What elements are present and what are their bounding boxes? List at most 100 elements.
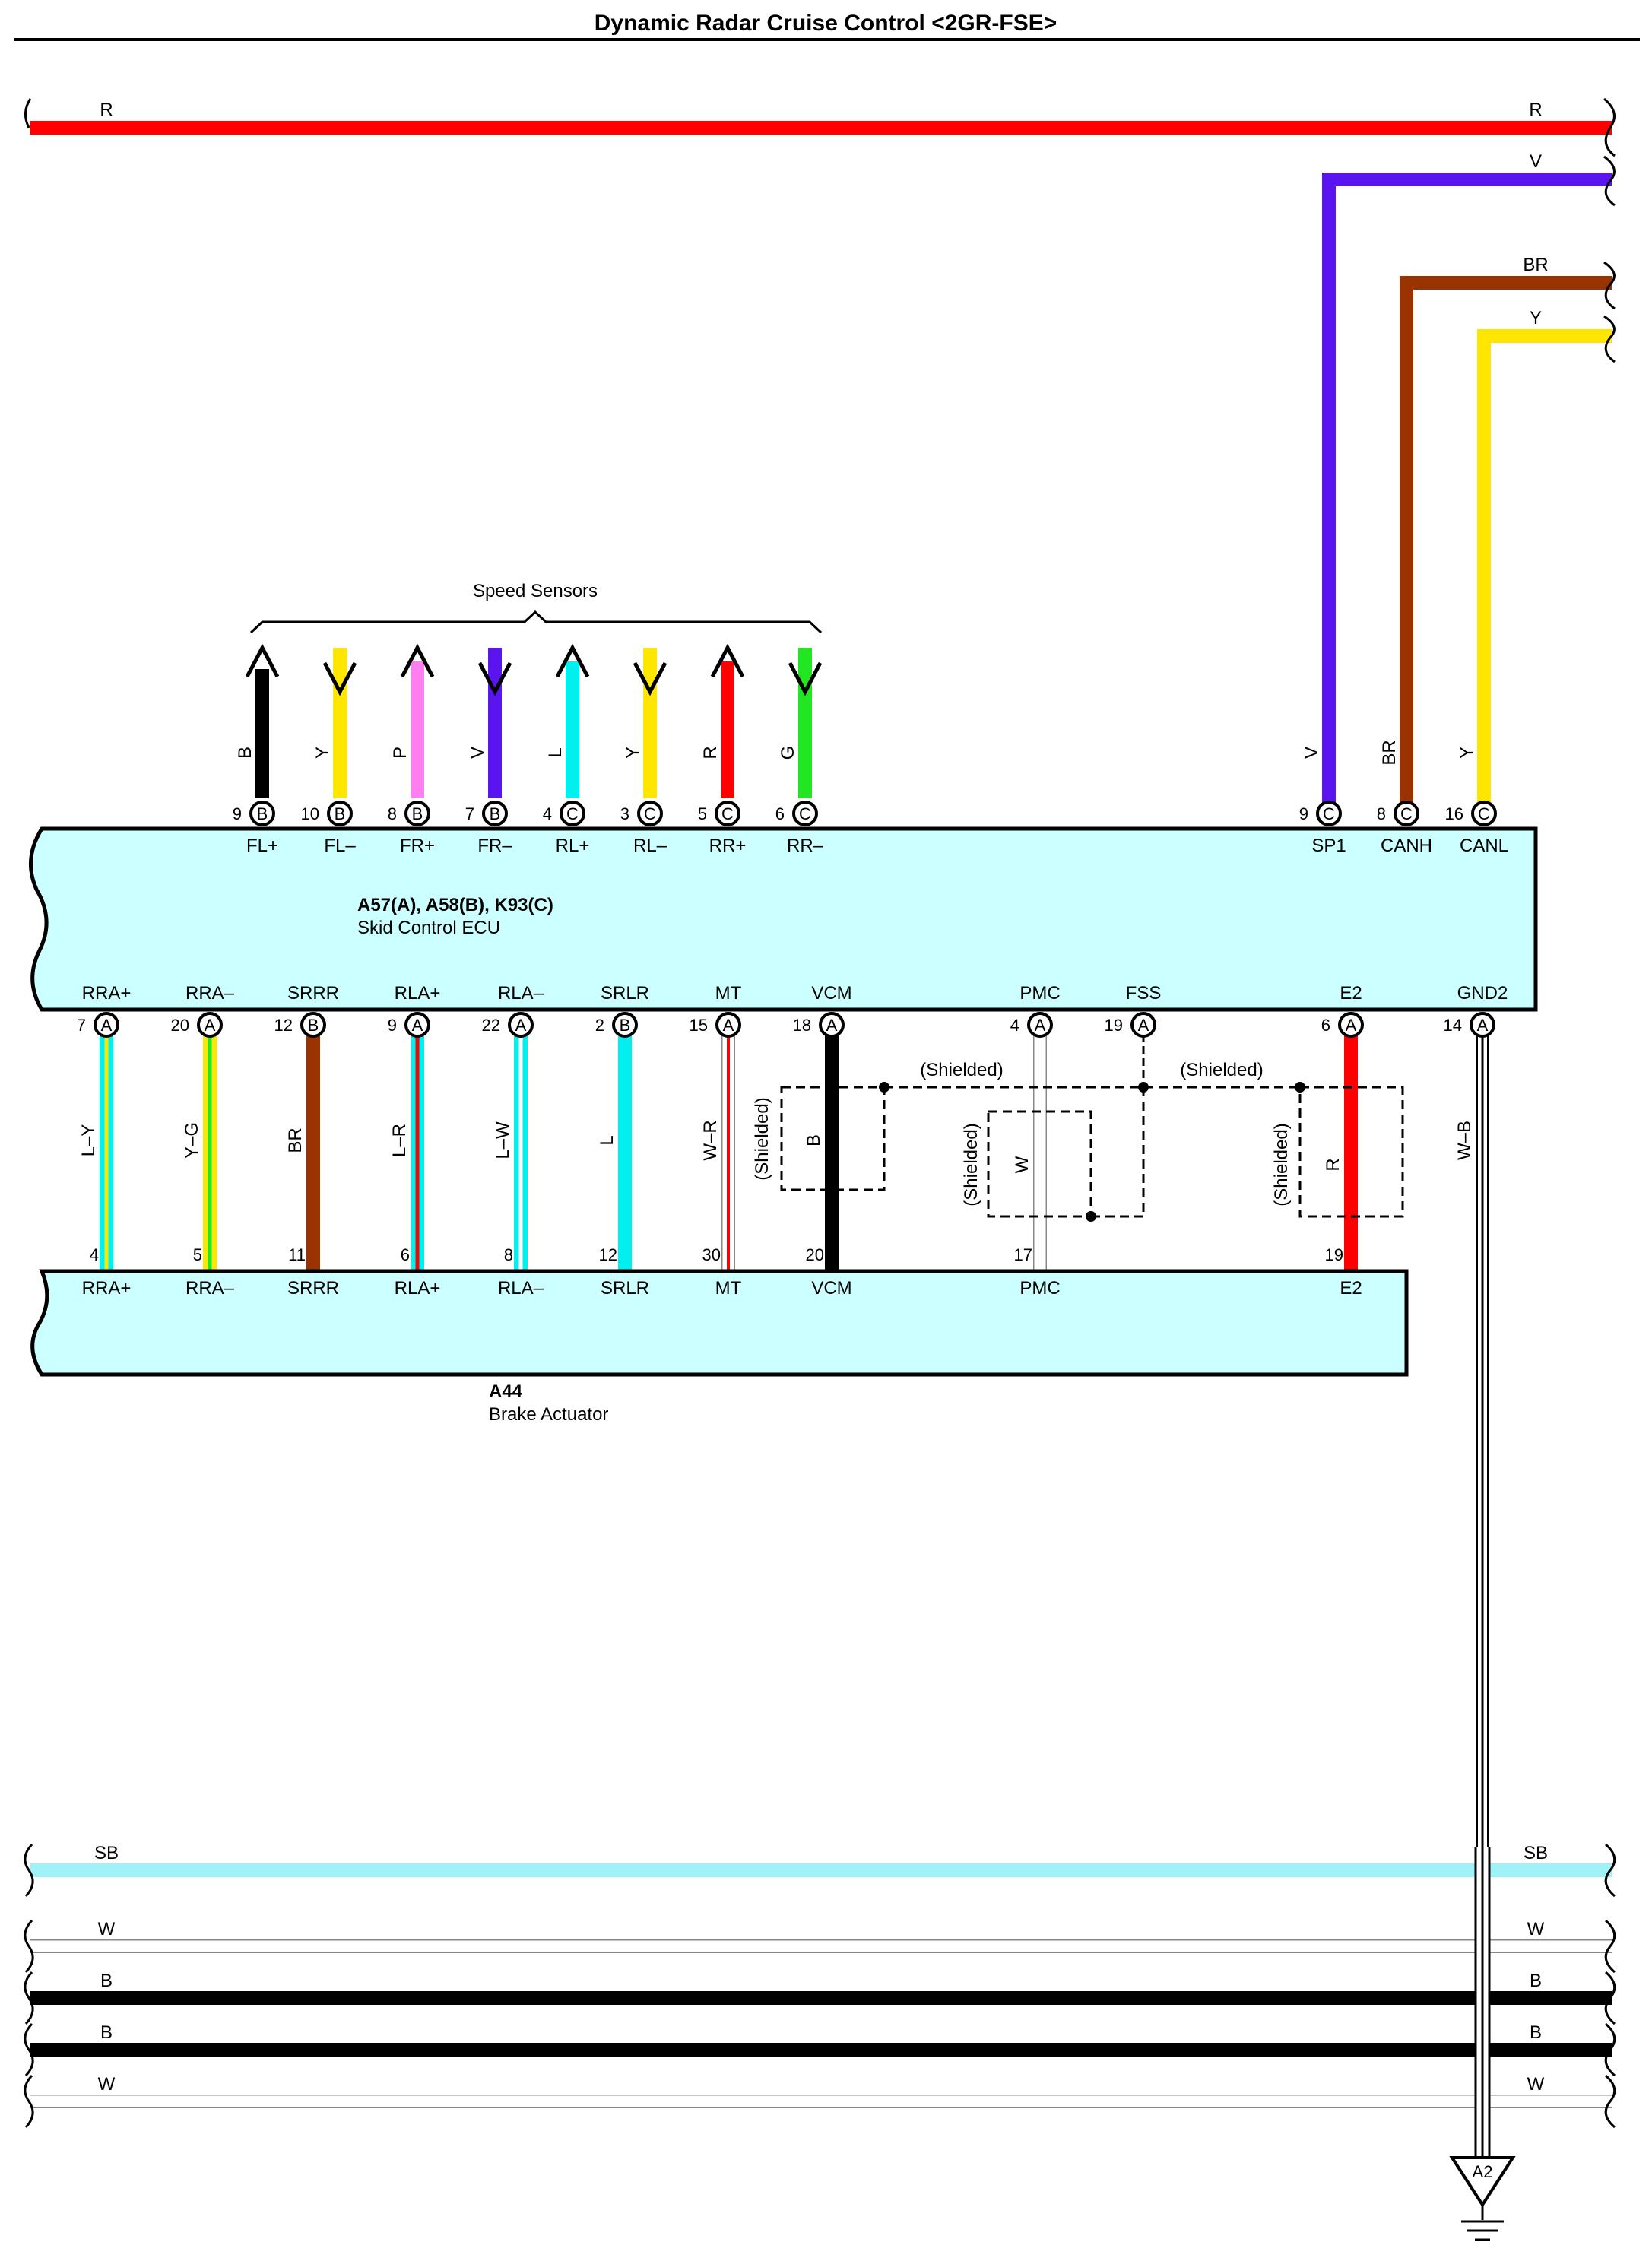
arrow-down-icon xyxy=(477,661,512,696)
wire-color-label: L xyxy=(545,747,566,757)
wire-color-label: L–R xyxy=(389,1124,410,1157)
wire-break-mark xyxy=(24,1843,34,1898)
splice-point xyxy=(1086,1211,1096,1222)
connector-letter: A xyxy=(1138,1016,1149,1035)
arrow-up-icon xyxy=(245,643,280,678)
connector-icon xyxy=(1316,801,1342,826)
connector-icon xyxy=(1470,1012,1495,1038)
connector-icon xyxy=(637,801,663,826)
connector-letter: C xyxy=(1400,804,1413,823)
connector-letter: A xyxy=(412,1016,423,1035)
wire-label: W xyxy=(98,1919,116,1939)
connector-icon xyxy=(404,801,430,826)
wire-break-mark xyxy=(24,1919,34,1974)
pin-number: 22 xyxy=(482,1016,500,1035)
ecu-bottom-connectors: RRA+A7RRA–A20SRRRB12RLA+A9RLA–A22SRLRB2M… xyxy=(77,983,1508,1038)
pin-number: 20 xyxy=(171,1016,189,1035)
pin-number: 19 xyxy=(1105,1016,1123,1035)
connector-icon xyxy=(1471,801,1497,826)
terminal-label: RL– xyxy=(633,836,667,856)
wire-break-mark xyxy=(1603,155,1616,207)
pin-number: 19 xyxy=(1325,1245,1343,1264)
wire-break-mark xyxy=(24,98,32,128)
wire-label: R xyxy=(100,100,113,120)
arrow-up-icon xyxy=(400,643,435,678)
connector-icon xyxy=(560,801,585,826)
terminal-label: RR+ xyxy=(709,836,747,856)
wire-color-label: V xyxy=(1302,747,1322,759)
ground-label: A2 xyxy=(1473,2162,1493,2181)
pin-number: 4 xyxy=(1010,1016,1019,1035)
wire-break-mark xyxy=(1604,2074,1616,2129)
terminal-label: MT xyxy=(715,983,742,1004)
ecu-box xyxy=(28,826,1538,1012)
wire-y-top xyxy=(1477,329,1612,806)
wire-label: W xyxy=(98,2074,116,2095)
connector-letter: B xyxy=(335,804,346,823)
wire-color-label: W–R xyxy=(700,1120,721,1160)
shielded-label: (Shielded) xyxy=(1271,1123,1292,1206)
shield-box-vcm xyxy=(780,1086,886,1191)
wire-label: W xyxy=(1527,2074,1545,2095)
pin-number: 6 xyxy=(401,1245,410,1264)
actuator-box xyxy=(30,1269,1409,1377)
wire-color-label: L xyxy=(597,1135,617,1145)
arrow-up-icon xyxy=(710,643,745,678)
arrow-down-icon xyxy=(633,661,667,696)
connector-letter: B xyxy=(412,804,423,823)
pin-number: 12 xyxy=(274,1016,293,1035)
pin-number: 8 xyxy=(504,1245,513,1264)
wire-color-label: BR xyxy=(1379,740,1400,765)
terminal-label: SRRR xyxy=(287,983,339,1004)
wire-br-top xyxy=(1400,276,1612,806)
pin-number: 14 xyxy=(1444,1016,1462,1035)
connector-letter: A xyxy=(1477,1016,1489,1035)
pin-number: 5 xyxy=(698,804,707,823)
connector-letter: A xyxy=(515,1016,527,1035)
terminal-label: RLA+ xyxy=(395,1278,441,1299)
pin-number: 7 xyxy=(465,804,474,823)
bottom-wires: SB SB W W B B B B W W xyxy=(24,1843,1616,2182)
shielded-label: (Shielded) xyxy=(920,1060,1003,1080)
wire-color-label: R xyxy=(1323,1158,1343,1171)
arrow-up-icon xyxy=(555,643,590,678)
terminal-label: SP1 xyxy=(1311,836,1346,856)
terminal-label: CANL xyxy=(1460,836,1508,856)
wire-color-label: P xyxy=(390,747,411,759)
top-wires: R R V BR Y xyxy=(24,97,1616,806)
terminal-label: PMC xyxy=(1019,1278,1060,1299)
wire-color-label: Y xyxy=(623,747,643,759)
pin-number: 9 xyxy=(388,1016,397,1035)
wire-break-mark xyxy=(24,1971,34,2025)
connector-icon xyxy=(482,801,508,826)
splice-point xyxy=(1138,1082,1149,1093)
connector-icon xyxy=(792,801,818,826)
wire-break-mark xyxy=(24,2074,34,2129)
pin-number: 7 xyxy=(77,1016,86,1035)
connector-letter: B xyxy=(308,1016,319,1035)
connector-icon xyxy=(1027,1012,1053,1038)
pin-number: 8 xyxy=(388,804,397,823)
wire-label: BR xyxy=(1523,255,1548,275)
wire-color-label: L–Y xyxy=(78,1124,99,1157)
terminal-label: PMC xyxy=(1019,983,1060,1004)
wire-label: SB xyxy=(1524,1843,1548,1863)
wire-label: V xyxy=(1530,151,1542,172)
wire-label: SB xyxy=(94,1843,119,1863)
wire-break-mark xyxy=(1604,1843,1616,1898)
pin-number: 20 xyxy=(806,1245,824,1264)
terminal-label: E2 xyxy=(1340,1278,1362,1299)
wire-color-label: Y xyxy=(1457,747,1477,759)
shielded-label: (Shielded) xyxy=(961,1123,981,1206)
pin-number: 4 xyxy=(90,1245,99,1264)
pin-number: 11 xyxy=(288,1245,306,1264)
pin-number: 18 xyxy=(793,1016,811,1035)
speed-sensors-label: Speed Sensors xyxy=(473,581,598,601)
wire-label: B xyxy=(1530,1971,1542,1991)
wire-color-label: B xyxy=(804,1134,824,1146)
connector-icon xyxy=(508,1012,534,1038)
pin-number: 17 xyxy=(1014,1245,1032,1264)
page-title: Dynamic Radar Cruise Control <2GR-FSE> xyxy=(595,11,1057,36)
